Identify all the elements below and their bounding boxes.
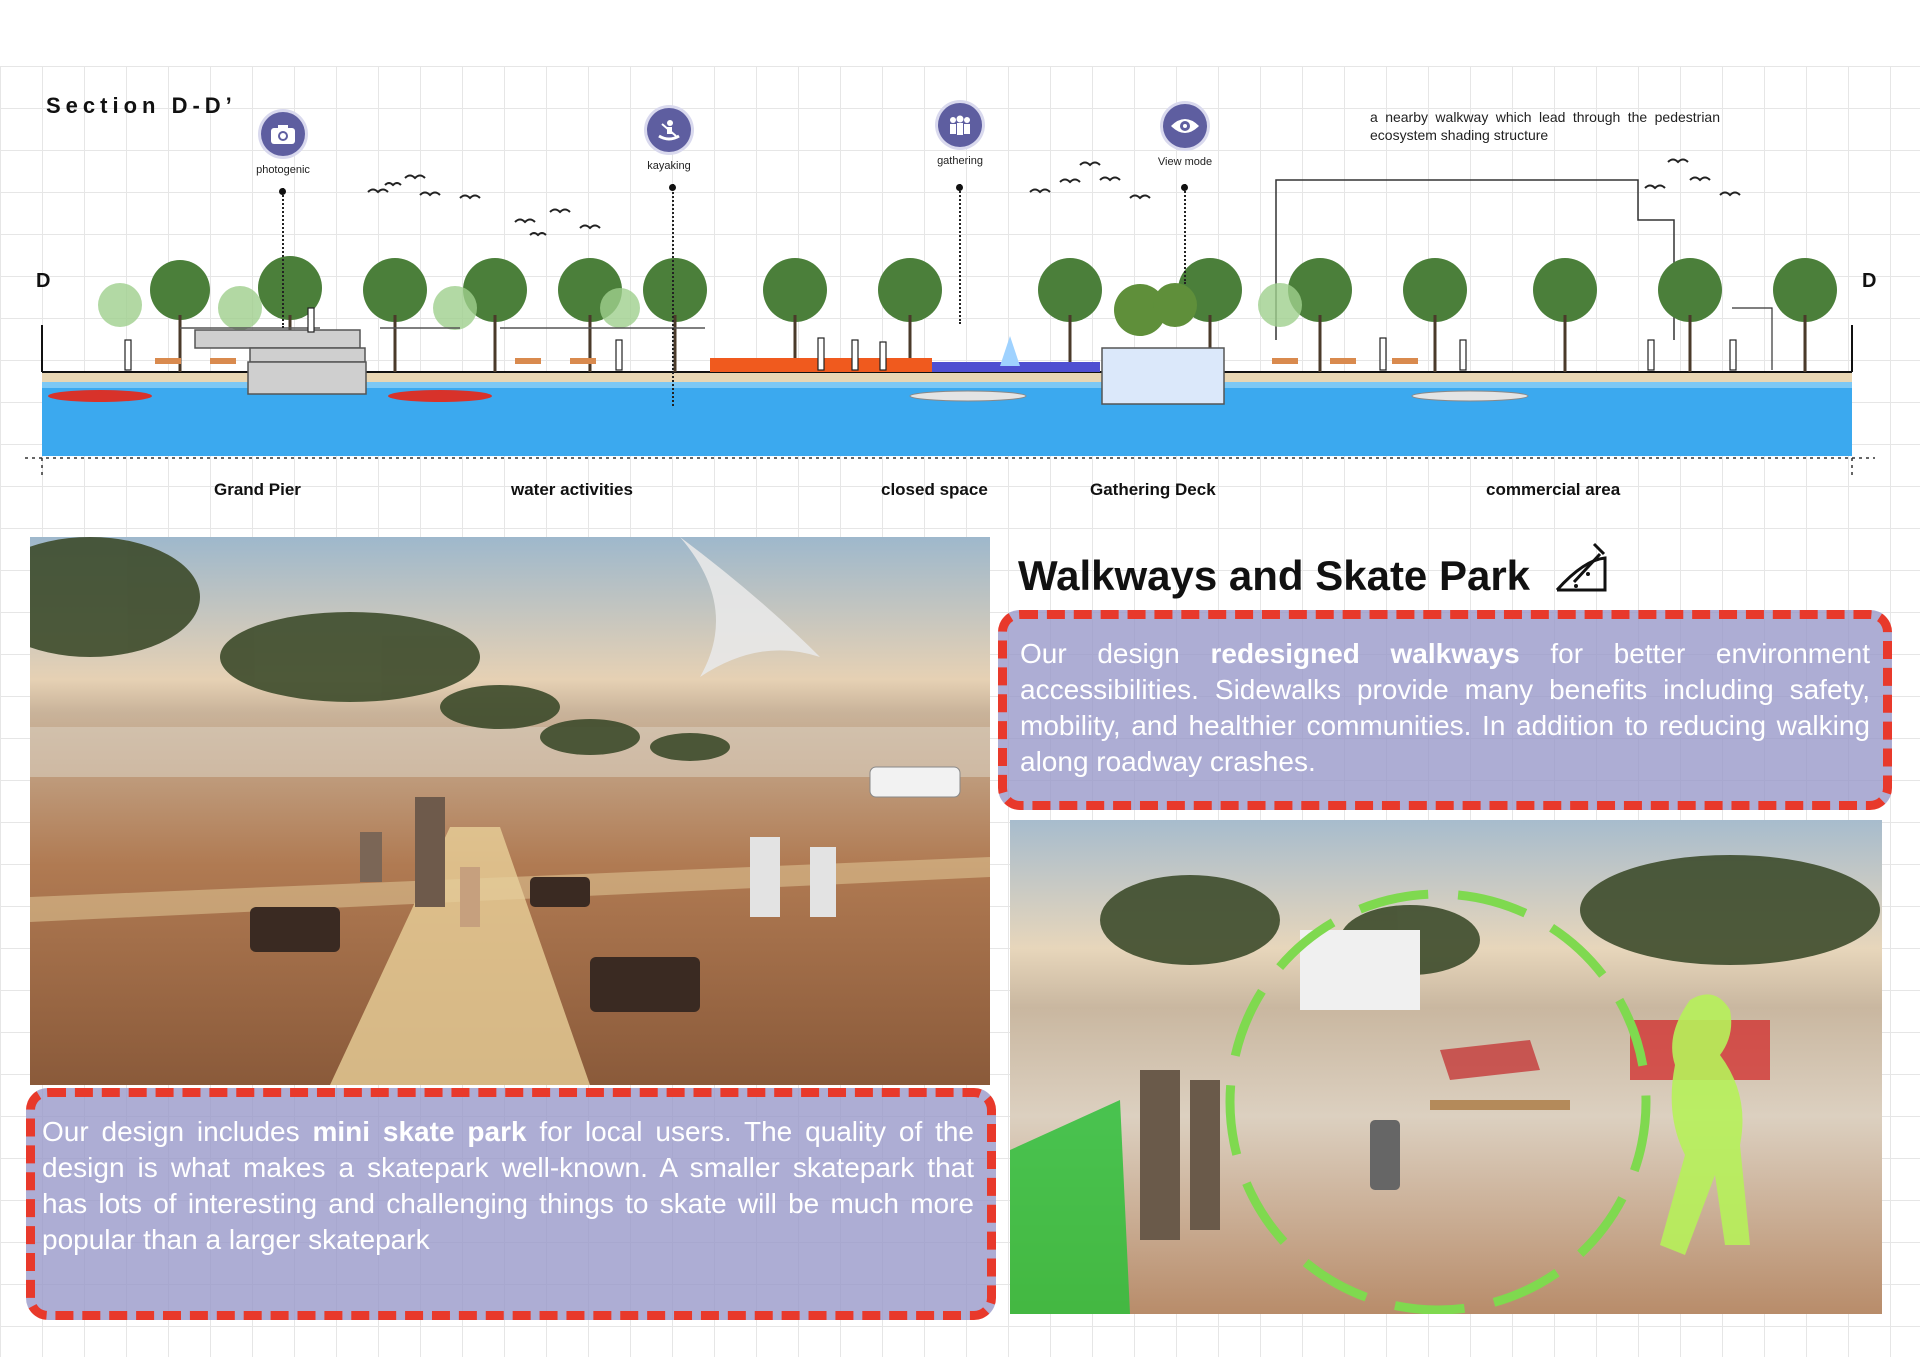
leader-photogenic: [282, 188, 284, 328]
leader-dot: [669, 184, 676, 191]
icon-label-view-mode: View mode: [1157, 156, 1213, 168]
grand-pier: [194, 329, 367, 395]
leader-view-mode: [1184, 184, 1186, 284]
zone-label-grand-pier: Grand Pier: [214, 480, 301, 499]
zone-label-water-activities: water activities: [511, 480, 633, 499]
leader-dot: [956, 184, 963, 191]
skatepark-description: Our design includes mini skate park for …: [42, 1116, 974, 1255]
trees-group: [98, 256, 1837, 372]
fountain: [1000, 336, 1020, 366]
icon-label-gathering: gathering: [937, 155, 983, 167]
benches: [155, 358, 1418, 364]
icon-gathering: gathering: [900, 103, 1020, 167]
walkways-text-box: [998, 610, 1892, 810]
leader-gathering: [959, 184, 961, 324]
people: [124, 307, 1737, 371]
camera-icon: [261, 112, 305, 156]
zone-label-gathering-deck: Gathering Deck: [1090, 480, 1216, 499]
gathering-deck: [1101, 347, 1225, 405]
gathering-deck-pool: [932, 362, 1100, 372]
highlight-circle: [1225, 889, 1651, 1314]
group-icon: [938, 103, 982, 147]
skatepark-highlight: mini skate park: [312, 1116, 527, 1147]
person-silhouette: [1660, 994, 1750, 1255]
birds-group: [367, 158, 1741, 237]
boats: [48, 390, 1529, 402]
zone-label-closed-space: closed space: [881, 480, 988, 499]
plaza-render-image: [30, 537, 990, 1085]
icon-photogenic: photogenic: [223, 112, 343, 176]
walkways-heading: Walkways and Skate Park: [1018, 552, 1531, 599]
icon-label-photogenic: photogenic: [256, 164, 310, 176]
zone-label-commercial-area: commercial area: [1486, 480, 1621, 499]
section-marker-left: D: [36, 270, 51, 292]
section-marker-right: D: [1862, 270, 1877, 292]
skatepark-text-box: [26, 1088, 996, 1320]
skatepark-render-image: [1010, 820, 1882, 1314]
people-render: [360, 797, 480, 927]
walkways-highlight: redesigned walkways: [1210, 638, 1520, 669]
walkways-description: Our design redesigned walkways for bette…: [1020, 638, 1871, 777]
leader-kayaking: [672, 184, 674, 406]
skate-ramp-icon: [1555, 542, 1607, 592]
walkway-note: a nearby walkway which lead through the …: [1370, 109, 1720, 143]
icon-view-mode: View mode: [1125, 104, 1245, 168]
shading-structure-outline: [1275, 179, 1675, 340]
section-title: Section D-D’: [46, 93, 237, 118]
icon-label-kayaking: kayaking: [647, 160, 691, 172]
eye-icon: [1163, 104, 1207, 148]
leader-dot: [1181, 184, 1188, 191]
leader-dot: [279, 188, 286, 195]
kayak-icon: [647, 108, 691, 152]
icon-kayaking: kayaking: [609, 108, 729, 172]
section-drawing: [25, 158, 1875, 475]
